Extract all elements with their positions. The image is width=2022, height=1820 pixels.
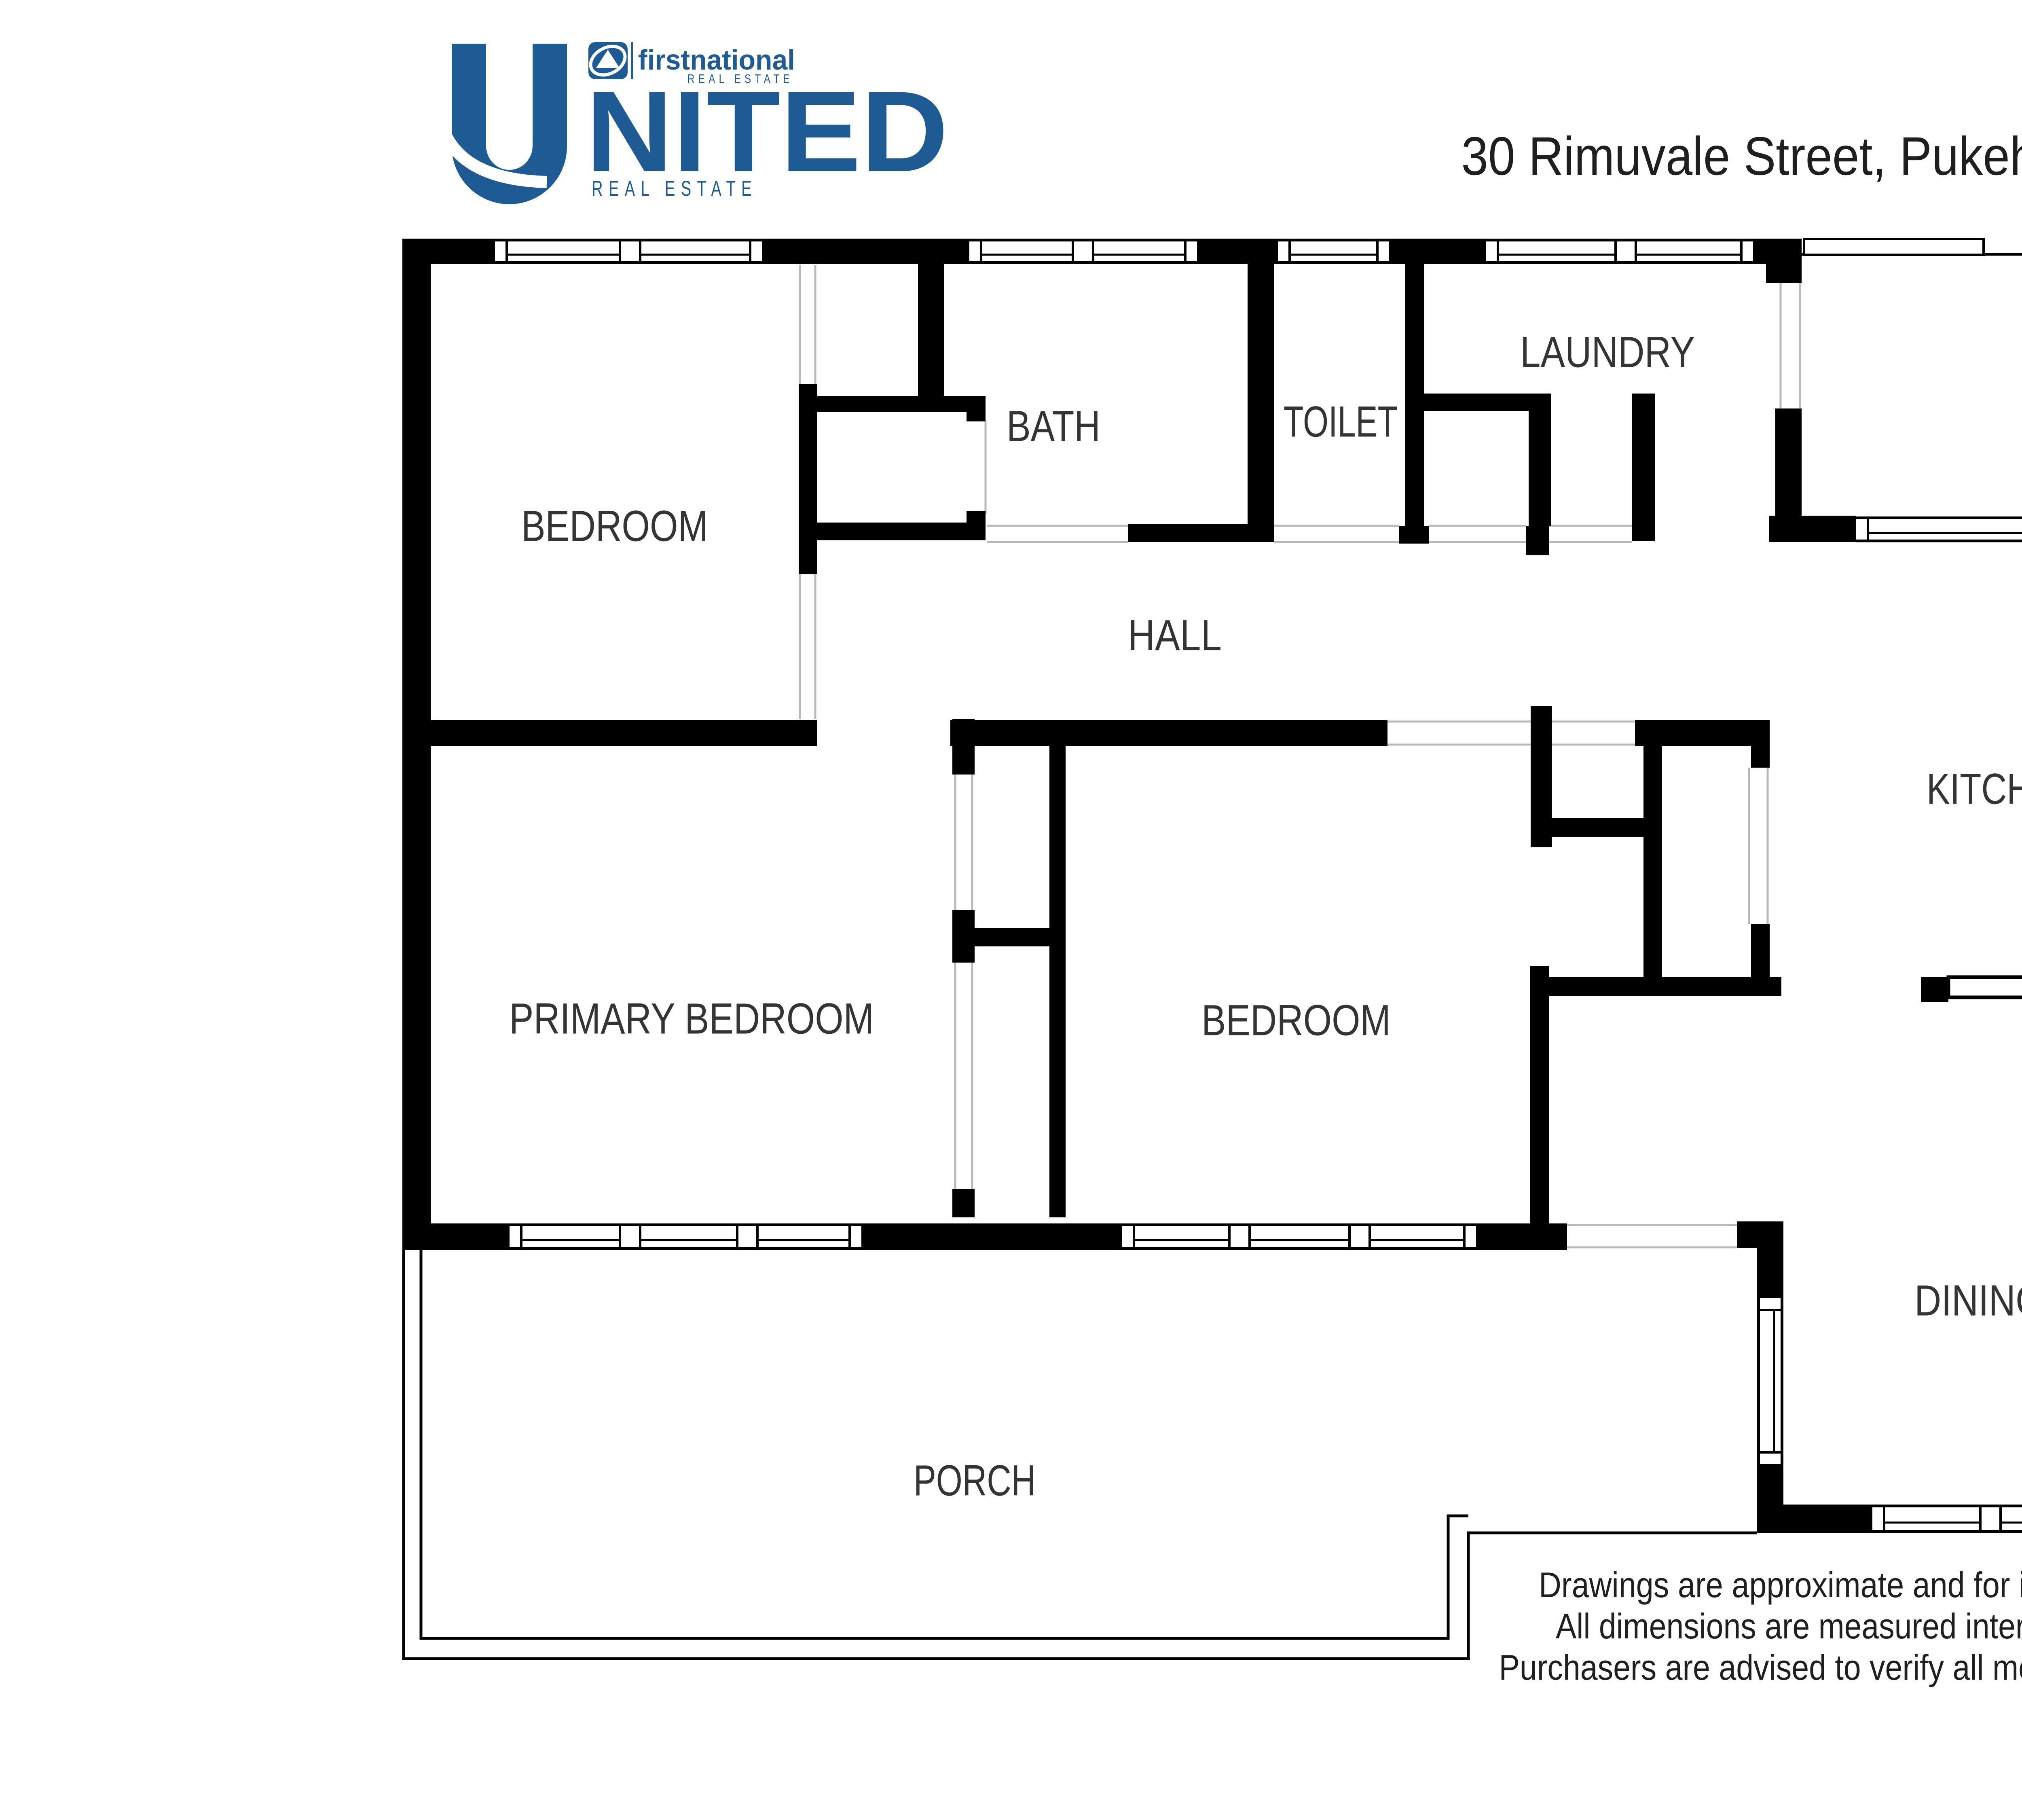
svg-text:BEDROOM: BEDROOM — [1201, 996, 1391, 1045]
svg-text:HALL: HALL — [1128, 611, 1222, 660]
svg-text:DINING AREA: DINING AREA — [1914, 1276, 2022, 1325]
svg-text:30 Rimuvale Street, Pukehangi,: 30 Rimuvale Street, Pukehangi, Rotorua — [1462, 126, 2022, 186]
svg-text:BATH: BATH — [1007, 402, 1100, 451]
svg-text:Drawings are approximate and f: Drawings are approximate and for illustr… — [1539, 1565, 2022, 1605]
svg-text:TOILET: TOILET — [1284, 397, 1398, 446]
svg-text:All dimensions are measured in: All dimensions are measured internally a… — [1556, 1606, 2022, 1646]
svg-text:KITCHEN: KITCHEN — [1927, 764, 2022, 813]
svg-text:firstnational: firstnational — [638, 44, 795, 76]
svg-text:Purchasers are advised to veri: Purchasers are advised to verify all mea… — [1499, 1647, 2022, 1687]
svg-text:BEDROOM: BEDROOM — [521, 502, 708, 550]
svg-text:NITED: NITED — [586, 68, 948, 196]
svg-text:REAL ESTATE: REAL ESTATE — [592, 177, 757, 201]
svg-text:PRIMARY BEDROOM: PRIMARY BEDROOM — [509, 994, 874, 1043]
svg-text:REAL ESTATE: REAL ESTATE — [687, 72, 793, 86]
svg-text:LAUNDRY: LAUNDRY — [1520, 328, 1695, 377]
svg-text:PORCH: PORCH — [914, 1456, 1036, 1505]
